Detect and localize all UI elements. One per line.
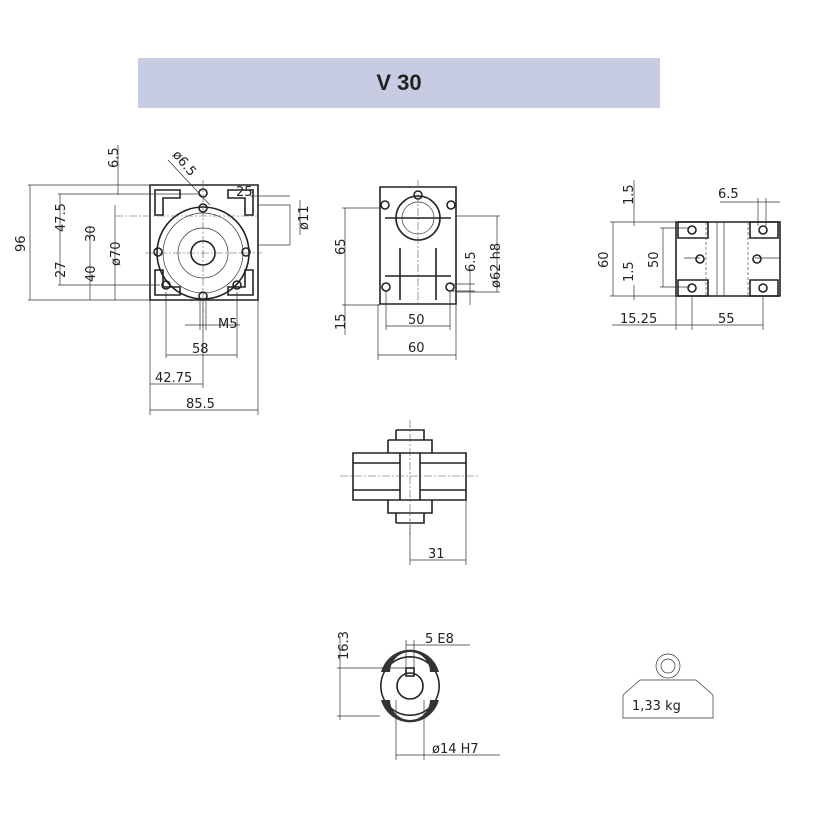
dim-50-side: 50 bbox=[408, 313, 425, 328]
dim-60-top: 60 bbox=[597, 251, 612, 268]
dim-1-5-top-lower: 1.5 bbox=[622, 261, 637, 282]
dim-40: 40 bbox=[84, 265, 99, 282]
front-view: 6.5 ø6.5 25 ø11 96 47.5 30 27 40 ø70 M5 … bbox=[14, 145, 312, 415]
dim-5-e8: 5 E8 bbox=[425, 632, 454, 647]
dim-31: 31 bbox=[428, 547, 445, 562]
dim-42-75: 42.75 bbox=[155, 371, 192, 386]
dim-60-side: 60 bbox=[408, 341, 425, 356]
dim-96: 96 bbox=[14, 235, 29, 252]
dim-d11: ø11 bbox=[297, 206, 312, 231]
dim-15-25: 15.25 bbox=[620, 312, 657, 327]
title-banner: V 30 bbox=[138, 58, 660, 108]
dim-m5: M5 bbox=[218, 317, 238, 332]
dim-65: 65 bbox=[334, 238, 349, 255]
dim-6-5-side: 6.5 bbox=[464, 251, 479, 272]
dim-55: 55 bbox=[718, 312, 735, 327]
dim-15: 15 bbox=[334, 313, 349, 330]
dim-85-5: 85.5 bbox=[186, 397, 215, 412]
dim-30: 30 bbox=[84, 225, 99, 242]
shaft-view: 31 bbox=[340, 420, 480, 565]
dim-hole-6-5: ø6.5 bbox=[169, 148, 199, 180]
dim-6-5-top: 6.5 bbox=[718, 187, 739, 202]
top-view: 1.5 6.5 60 50 1.5 15.25 55 bbox=[597, 180, 781, 330]
dim-d70: ø70 bbox=[109, 242, 124, 267]
weight-indicator: 1,33 kg bbox=[622, 653, 714, 719]
dim-d14-h7: ø14 H7 bbox=[432, 742, 479, 757]
dim-58: 58 bbox=[192, 342, 209, 357]
dim-16-3: 16.3 bbox=[337, 631, 352, 660]
side-view: 65 15 6.5 ø62 h8 50 60 bbox=[334, 180, 504, 360]
dim-6-5: 6.5 bbox=[107, 147, 122, 168]
dim-50-top: 50 bbox=[647, 251, 662, 268]
dim-25: 25 bbox=[236, 185, 253, 200]
weight-label: 1,33 kg bbox=[632, 699, 681, 714]
dim-d62-h8: ø62 h8 bbox=[489, 243, 504, 288]
model-title: V 30 bbox=[376, 70, 422, 95]
dim-27: 27 bbox=[54, 261, 69, 278]
dim-47-5: 47.5 bbox=[54, 203, 69, 232]
bore-view: 16.3 5 E8 ø14 H7 bbox=[337, 631, 500, 760]
dim-1-5-top: 1.5 bbox=[622, 184, 637, 205]
